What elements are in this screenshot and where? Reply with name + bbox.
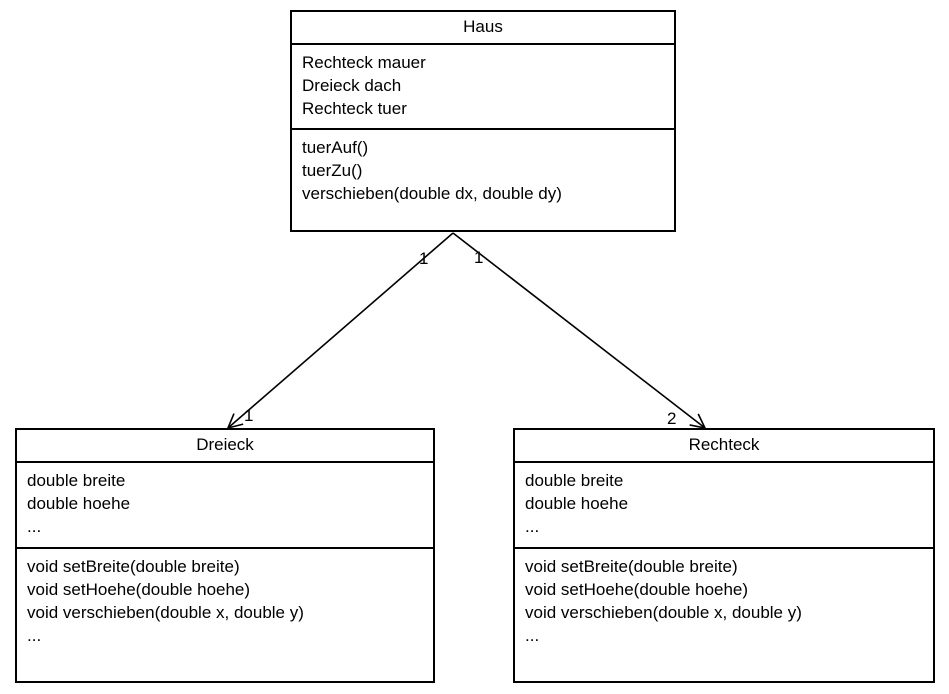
class-name-rechteck: Rechteck — [515, 430, 933, 463]
method: tuerAuf() — [302, 138, 369, 157]
multiplicity-haus-rechteck-source: 1 — [474, 248, 484, 267]
methods-compartment-rechteck: void setBreite(double breite) void setHo… — [515, 549, 933, 681]
attribute: ... — [27, 517, 42, 536]
method: void setBreite(double breite) — [525, 557, 738, 576]
attribute: double hoehe — [27, 494, 131, 513]
methods-compartment-dreieck: void setBreite(double breite) void setHo… — [17, 549, 433, 681]
attributes-compartment-haus: Rechteck mauer Dreieck dach Rechteck tue… — [292, 45, 674, 130]
attributes-compartment-rechteck: double breite double hoehe ... — [515, 463, 933, 549]
method: ... — [27, 626, 42, 645]
methods-compartment-haus: tuerAuf() tuerZu() verschieben(double dx… — [292, 130, 674, 230]
method: void setHoehe(double hoehe) — [525, 580, 749, 599]
method: void setHoehe(double hoehe) — [27, 580, 251, 599]
attribute: Rechteck tuer — [302, 99, 407, 118]
attributes-compartment-dreieck: double breite double hoehe ... — [17, 463, 433, 549]
class-name-dreieck: Dreieck — [17, 430, 433, 463]
class-name-haus: Haus — [292, 12, 674, 45]
method: void verschieben(double x, double y) — [27, 603, 304, 622]
attribute: double breite — [525, 471, 624, 490]
class-box-dreieck: Dreieck double breite double hoehe ... v… — [15, 428, 435, 683]
method: void setBreite(double breite) — [27, 557, 240, 576]
attribute: double breite — [27, 471, 126, 490]
class-box-haus: Haus Rechteck mauer Dreieck dach Rechtec… — [290, 10, 676, 232]
attribute: double hoehe — [525, 494, 629, 513]
class-box-rechteck: Rechteck double breite double hoehe ... … — [513, 428, 935, 683]
method: verschieben(double dx, double dy) — [302, 184, 562, 203]
attribute: Dreieck dach — [302, 76, 402, 95]
method: ... — [525, 626, 540, 645]
multiplicity-haus-rechteck-target: 2 — [667, 409, 677, 428]
method: tuerZu() — [302, 161, 363, 180]
attribute: ... — [525, 517, 540, 536]
association-haus-rechteck-line — [452, 232, 707, 430]
method: void verschieben(double x, double y) — [525, 603, 802, 622]
attribute: Rechteck mauer — [302, 53, 426, 72]
multiplicity-haus-dreieck-source: 1 — [419, 249, 429, 268]
multiplicity-haus-dreieck-target: 1 — [244, 406, 254, 425]
association-haus-dreieck-line — [226, 232, 454, 430]
